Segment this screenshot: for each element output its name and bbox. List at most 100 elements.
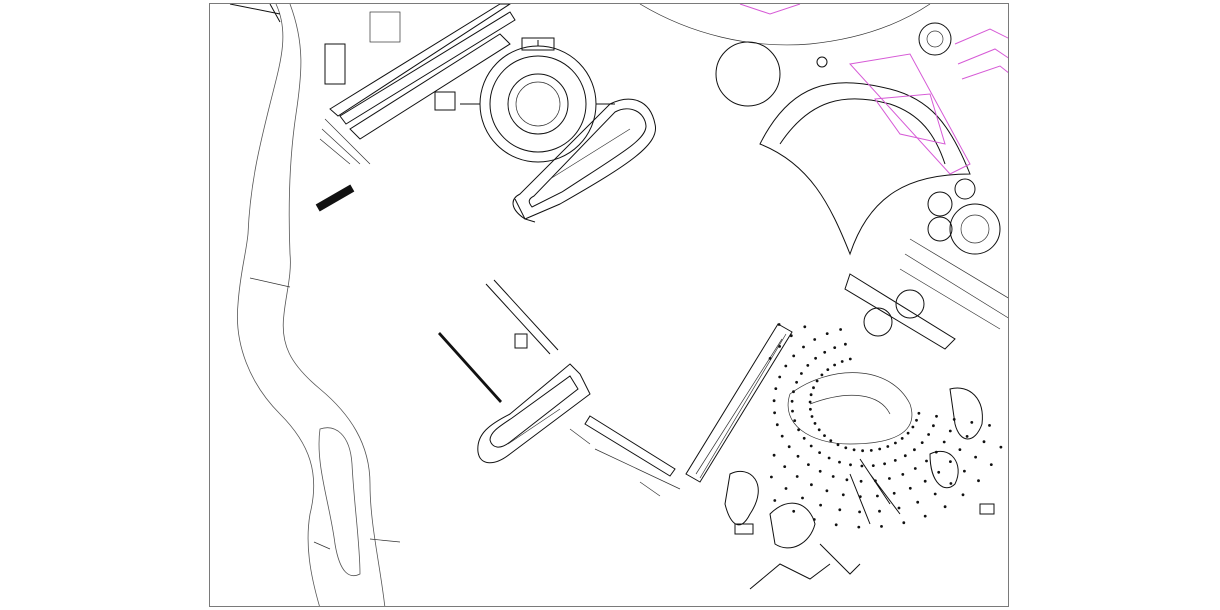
site-dot <box>883 462 886 466</box>
site-dot <box>913 467 917 470</box>
site-dot <box>878 509 881 513</box>
lower-right-complex <box>724 273 995 590</box>
site-dot <box>963 469 966 473</box>
site-dot <box>772 453 776 457</box>
site-dot <box>814 356 817 360</box>
site-dot <box>876 494 879 498</box>
site-dot <box>812 386 815 390</box>
river <box>237 4 401 606</box>
right-rotundas <box>899 178 1008 330</box>
site-dot <box>917 411 921 415</box>
site-dot <box>813 338 817 341</box>
site-dot <box>886 445 890 448</box>
site-dot <box>970 421 974 424</box>
site-dot <box>809 407 812 411</box>
site-dot <box>894 441 897 445</box>
site-dot <box>802 345 805 349</box>
site-dot <box>913 448 916 452</box>
site-dot <box>859 479 863 483</box>
site-dot <box>801 496 804 500</box>
site-dot <box>958 448 962 451</box>
site-dot <box>900 437 904 440</box>
site-dot <box>812 518 816 521</box>
site-dot <box>823 350 827 354</box>
site-dot <box>800 372 803 375</box>
site-dot <box>773 499 777 502</box>
site-dot <box>833 346 837 349</box>
central-structures <box>438 279 559 403</box>
site-dot <box>817 428 821 432</box>
site-dot <box>849 463 852 467</box>
site-dot <box>807 463 810 466</box>
site-dot <box>823 434 826 437</box>
site-dot <box>999 445 1003 449</box>
site-dot <box>819 503 822 507</box>
site-dot <box>935 414 938 418</box>
site-dot <box>825 332 829 335</box>
site-dot <box>934 450 938 454</box>
site-dot <box>829 439 833 442</box>
site-dot <box>988 424 991 427</box>
site-dot <box>893 459 897 462</box>
site-dot <box>795 380 798 384</box>
site-dot <box>841 493 845 497</box>
site-dot <box>831 475 835 478</box>
site-dot <box>791 409 794 413</box>
dot-field <box>768 323 1003 529</box>
site-dot <box>858 495 862 498</box>
site-dot <box>795 475 799 478</box>
site-dot <box>775 423 779 427</box>
site-dot <box>815 379 819 383</box>
site-dot <box>906 431 910 435</box>
site-dot <box>773 411 776 415</box>
site-dot <box>768 357 772 360</box>
site-dot <box>860 464 864 468</box>
site-dot <box>892 491 896 495</box>
site-dot <box>908 486 912 490</box>
site-dot <box>792 354 796 358</box>
site-dot <box>792 509 796 513</box>
site-dot <box>871 464 875 467</box>
site-dot <box>813 422 817 425</box>
site-plan-drawing <box>229 4 1008 606</box>
site-dot <box>861 449 864 453</box>
site-dot <box>857 525 861 529</box>
site-dot <box>897 506 901 510</box>
site-dot <box>844 342 847 346</box>
site-dot <box>818 469 822 473</box>
site-dot <box>787 445 791 449</box>
site-dot <box>826 368 830 371</box>
site-dot <box>878 447 882 451</box>
site-dot <box>923 514 927 518</box>
site-dot <box>903 454 907 458</box>
site-dot <box>965 435 969 438</box>
site-dot <box>777 323 781 326</box>
site-dot <box>792 390 795 394</box>
site-dot <box>925 459 928 463</box>
site-dot <box>789 334 793 338</box>
site-dot <box>827 456 831 460</box>
site-dot <box>949 460 952 463</box>
long-hatched-building <box>685 323 793 483</box>
site-dot <box>784 364 788 368</box>
site-dot <box>923 479 927 483</box>
site-dot <box>780 434 784 438</box>
site-dot <box>784 487 788 490</box>
site-dot <box>820 373 824 377</box>
site-dot <box>778 345 781 348</box>
site-dot <box>772 399 776 403</box>
site-dot <box>809 444 813 448</box>
site-dot <box>770 475 773 479</box>
site-dot <box>888 477 891 480</box>
northwest-building-complex <box>229 4 516 212</box>
site-dot <box>901 473 905 476</box>
site-dot <box>793 419 797 422</box>
drawing-sheet <box>209 3 1009 607</box>
upper-stadium <box>512 98 657 223</box>
site-dot <box>943 505 947 509</box>
site-dot <box>874 479 877 483</box>
site-dot <box>834 523 838 527</box>
site-dot <box>974 455 977 459</box>
site-dot <box>838 460 841 464</box>
